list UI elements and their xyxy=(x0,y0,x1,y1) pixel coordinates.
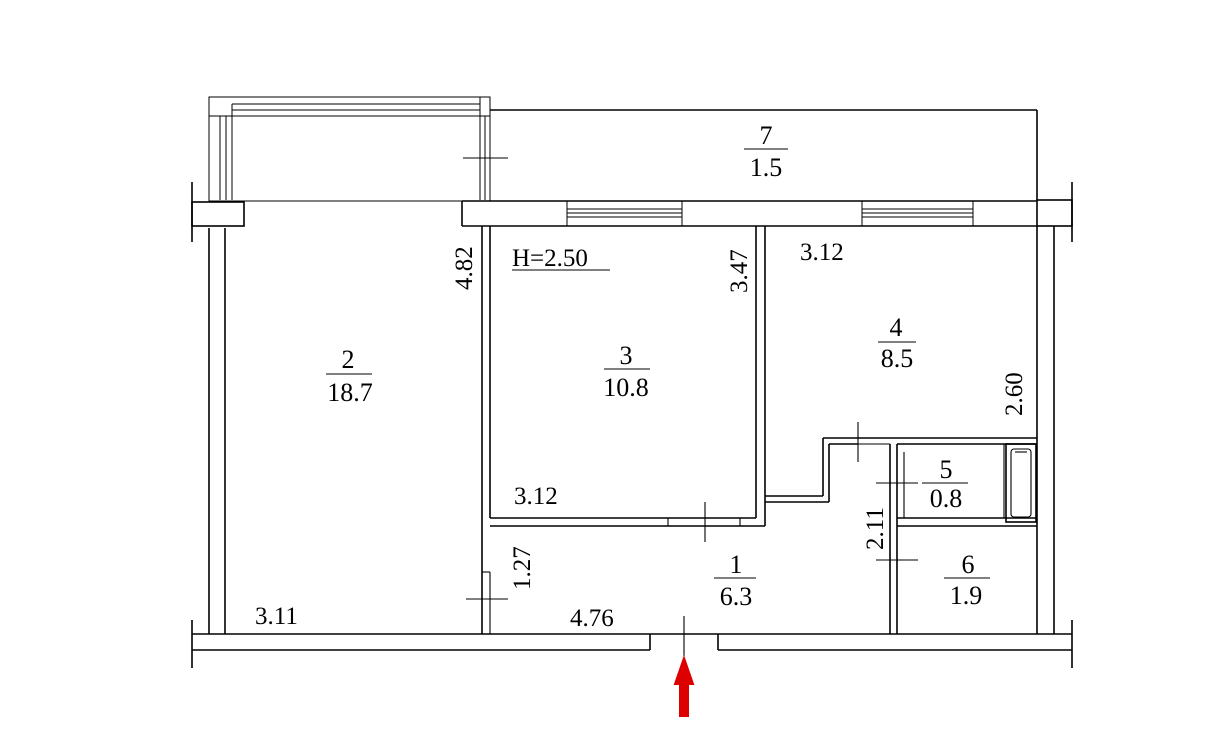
entrance-door xyxy=(649,616,719,656)
room-number: 6 xyxy=(962,550,975,579)
room-label-2: 2 18.7 xyxy=(326,345,373,407)
exterior-walls xyxy=(191,182,1073,668)
room-area: 8.5 xyxy=(881,344,914,373)
room-area: 10.8 xyxy=(603,373,649,402)
room-number: 7 xyxy=(760,121,773,150)
room-label-4: 4 8.5 xyxy=(878,313,916,373)
room-label-1: 1 6.3 xyxy=(714,550,756,611)
dim-room2-length: 4.82 xyxy=(451,246,478,290)
room-number: 1 xyxy=(730,550,743,579)
room-number: 5 xyxy=(940,455,953,484)
balcony-outline xyxy=(490,109,1038,200)
dim-bath-length: 2.11 xyxy=(862,507,889,550)
window-room4 xyxy=(861,200,974,227)
room-label-5: 5 0.8 xyxy=(922,455,968,513)
dim-room2-width: 3.11 xyxy=(255,603,298,630)
room-area: 1.5 xyxy=(750,153,783,182)
dim-hall-width: 4.76 xyxy=(570,605,614,632)
dim-room4-length: 2.60 xyxy=(1001,372,1028,416)
room-label-6: 6 1.9 xyxy=(944,550,990,610)
room-area: 1.9 xyxy=(950,581,983,610)
room-area: 18.7 xyxy=(327,378,373,407)
window-room3 xyxy=(566,200,683,227)
dim-room4-width: 3.12 xyxy=(800,239,844,266)
entrance-arrow-icon xyxy=(673,654,695,717)
room-area: 0.8 xyxy=(930,484,963,513)
ceiling-height-label: H=2.50 xyxy=(512,245,588,272)
room-number: 2 xyxy=(342,345,355,374)
room-number: 3 xyxy=(620,341,633,370)
dim-room3-width: 3.12 xyxy=(514,483,558,510)
dim-room3-length: 3.47 xyxy=(726,249,753,293)
bay-window-room2 xyxy=(208,96,508,202)
interior-walls xyxy=(466,226,1037,634)
room-label-3: 3 10.8 xyxy=(603,341,650,402)
room-number: 4 xyxy=(890,313,903,342)
room-area: 6.3 xyxy=(720,582,753,611)
room-label-7: 7 1.5 xyxy=(744,121,788,182)
dim-hall-depth: 1.27 xyxy=(509,546,536,590)
